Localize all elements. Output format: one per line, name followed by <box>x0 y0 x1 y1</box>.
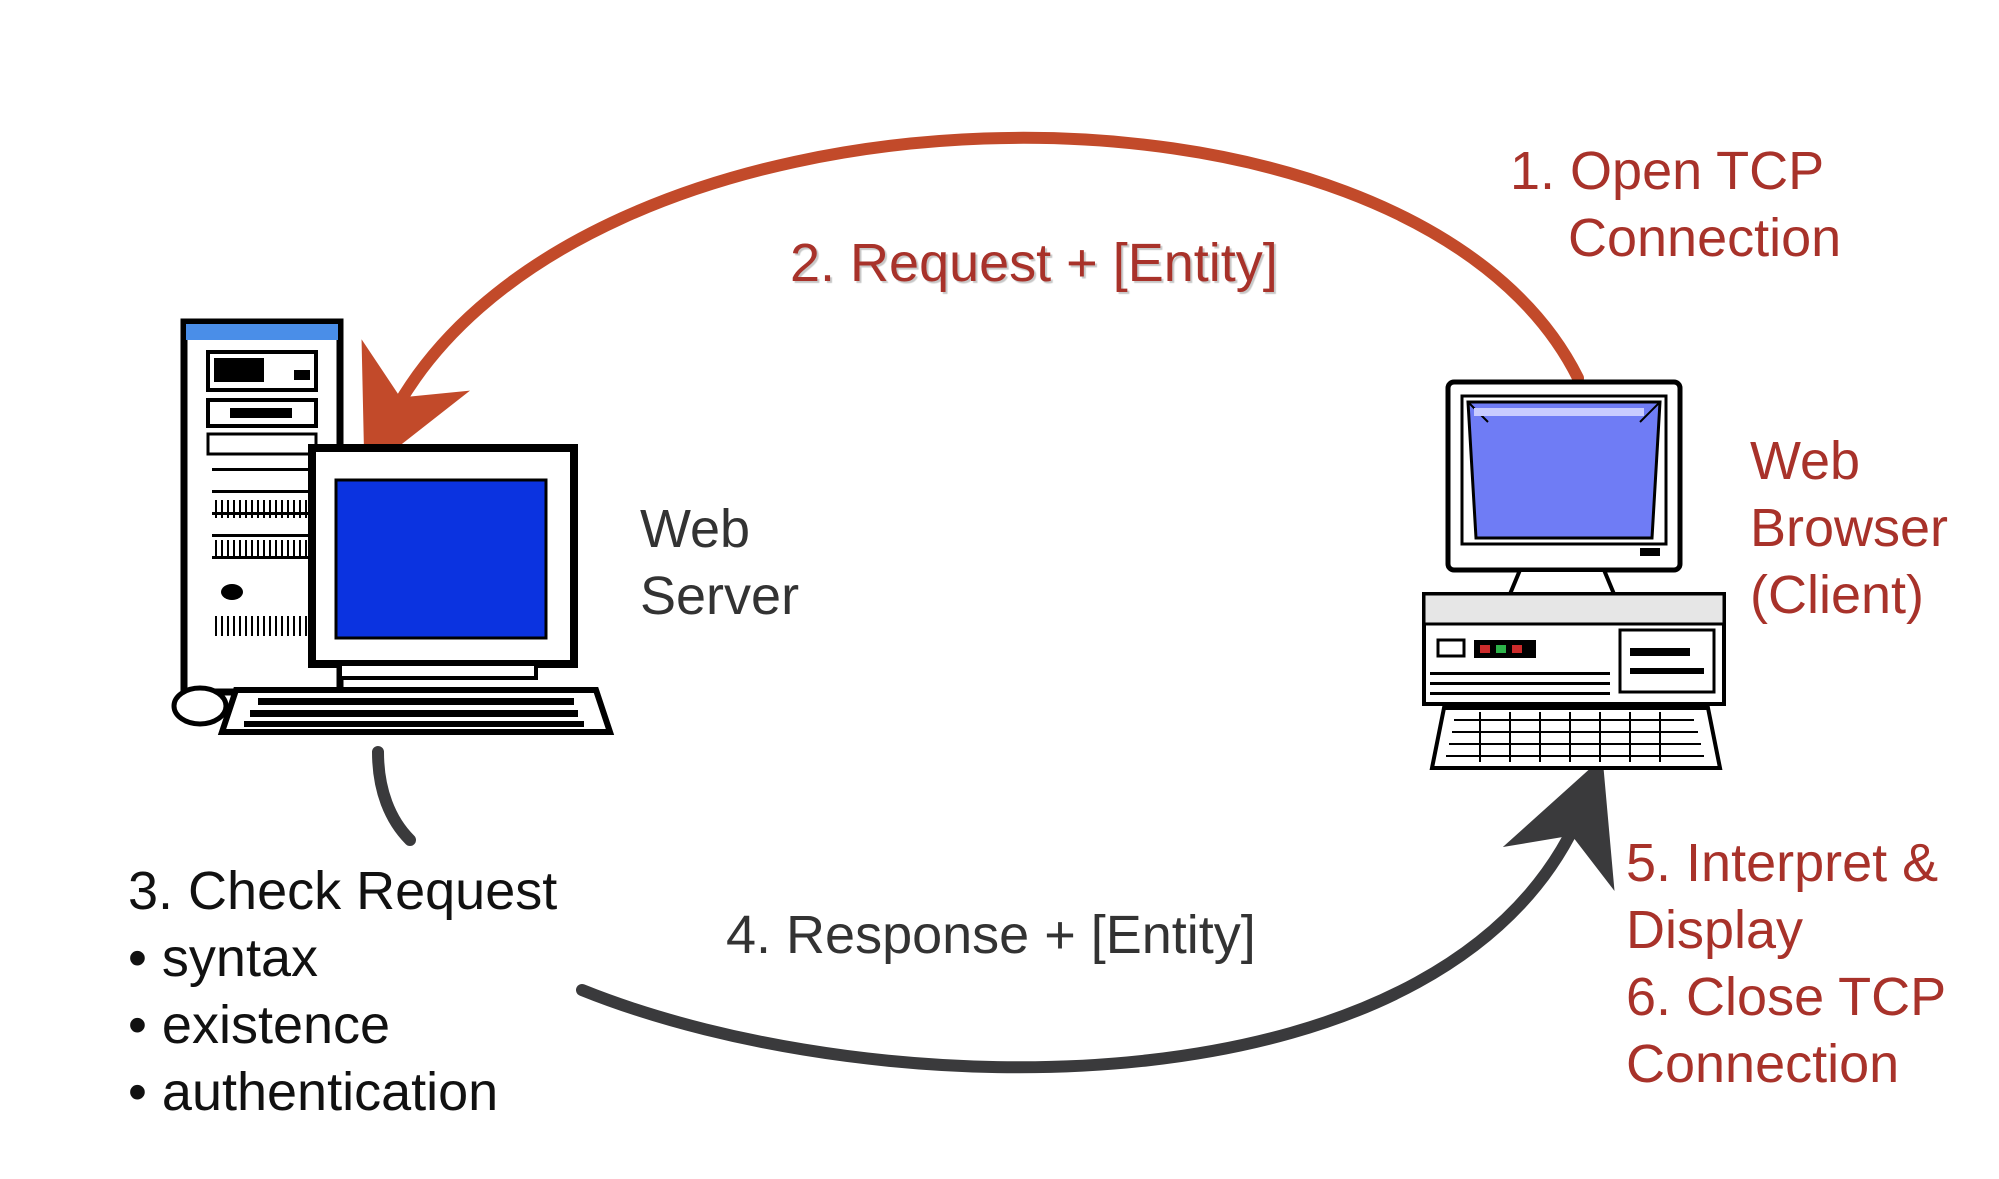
step-1-label: 1. Open TCP Connection <box>1510 138 1841 272</box>
client-label-line-3: (Client) <box>1750 564 1925 625</box>
step-6-line-1: 6. Close TCP <box>1626 966 1947 1027</box>
client-label-line-1: Web <box>1750 431 1861 491</box>
request-arrow <box>361 131 1584 474</box>
step-2-request-label: 2. Request + [Entity] <box>790 233 1278 293</box>
bullet-authentication: • authentication <box>128 1061 499 1122</box>
step-5-line-1: 5. Interpret & <box>1626 833 1939 893</box>
step-5-6-label: 5. Interpret & Display 6. Close TCP Conn… <box>1626 830 1946 1098</box>
step-5-line-2: Display <box>1626 899 1804 960</box>
step-6-line-2: Connection <box>1626 1033 1900 1094</box>
bullet-syntax: • syntax <box>128 927 318 988</box>
response-arrow <box>576 757 1615 1074</box>
web-server-label: Web Server <box>640 496 799 630</box>
bullet-existence: • existence <box>128 994 391 1055</box>
step-1-line-2: Connection <box>1568 207 1842 268</box>
step-3-check-request: 3. Check Request • syntax • existence • … <box>128 858 557 1126</box>
step-4-response-label: 4. Response + [Entity] <box>726 905 1256 965</box>
step-3-title: 3. Check Request <box>128 861 558 921</box>
web-browser-client-icon <box>1422 379 1726 770</box>
step-1-line-1: 1. Open TCP <box>1510 141 1825 201</box>
web-server-icon <box>171 318 615 735</box>
web-server-label-line-2: Server <box>640 565 800 626</box>
server-check-connector <box>372 746 416 846</box>
web-server-label-line-1: Web <box>640 499 751 559</box>
client-label-line-2: Browser <box>1750 497 1949 558</box>
web-browser-client-label: Web Browser (Client) <box>1750 428 1948 629</box>
